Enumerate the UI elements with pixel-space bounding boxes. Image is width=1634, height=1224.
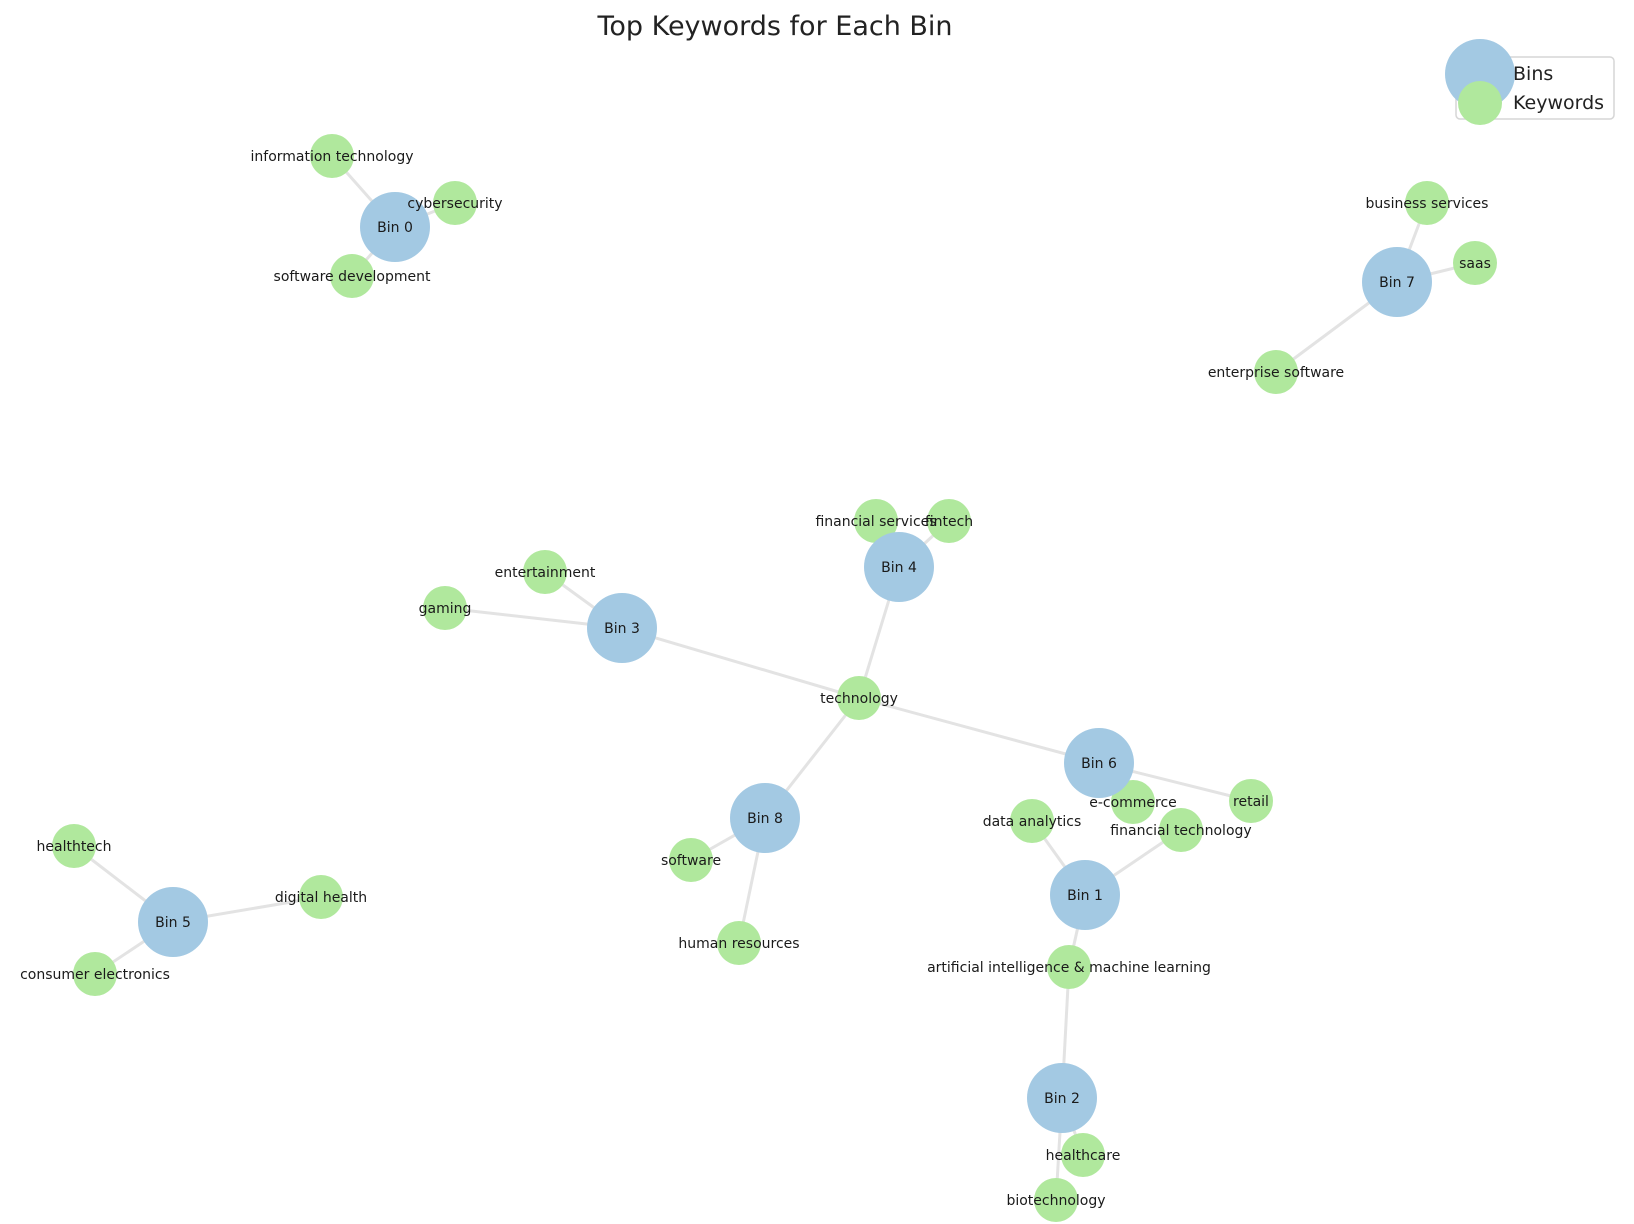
keyword-label-healthtech: healthtech (37, 839, 112, 855)
keyword-label-enterprise-software: enterprise software (1208, 365, 1344, 381)
keyword-label-software: software (661, 853, 721, 869)
keyword-node-digital-health (299, 875, 343, 919)
keyword-label-saas: saas (1459, 256, 1491, 272)
keyword-node-data-analytics (1010, 799, 1054, 843)
keyword-node-retail (1229, 779, 1273, 823)
keyword-label-cybersecurity: cybersecurity (407, 196, 502, 212)
chart-title: Top Keywords for Each Bin (596, 11, 952, 42)
legend: Bins Keywords (1445, 39, 1615, 125)
bin-node-bin-0 (360, 192, 430, 262)
edge-bin-3-technology (620, 626, 861, 700)
bin-node-bin-1 (1050, 860, 1120, 930)
keyword-label-information-technology: information technology (251, 149, 414, 165)
keyword-label-healthcare: healthcare (1046, 1148, 1121, 1164)
keyword-label-financial-services: financial services (815, 514, 936, 530)
bin-label-bin-3: Bin 3 (604, 621, 640, 637)
keyword-node-software (669, 838, 713, 882)
bin-node-bin-6 (1064, 728, 1134, 798)
bin-node-bin-5 (138, 887, 208, 957)
keyword-node-financial-technology (1159, 808, 1203, 852)
keyword-node-fintech (927, 499, 971, 543)
keyword-node-entertainment (523, 550, 567, 594)
keyword-node-human-resources (717, 921, 761, 965)
keyword-label-software-development: software development (274, 269, 431, 285)
keyword-label-data-analytics: data analytics (983, 814, 1082, 830)
bin-node-bin-7 (1362, 247, 1432, 317)
legend-keywords-label: Keywords (1513, 92, 1604, 114)
bin-label-bin-1: Bin 1 (1067, 888, 1103, 904)
keyword-node-technology (837, 676, 881, 720)
bin-label-bin-8: Bin 8 (747, 811, 783, 827)
keyword-node-gaming (423, 586, 467, 630)
nodes-layer (52, 134, 1497, 1222)
keyword-label-gaming: gaming (419, 601, 472, 617)
keyword-node-enterprise-software (1254, 350, 1298, 394)
keyword-node-information-technology (310, 134, 354, 178)
keyword-node-biotechnology (1034, 1178, 1078, 1222)
legend-keywords-swatch (1458, 81, 1502, 125)
bin-node-bin-4 (864, 532, 934, 602)
keyword-label-entertainment: entertainment (495, 565, 596, 581)
keyword-label-artificial-intelligence-machine-learning: artificial intelligence & machine learni… (927, 960, 1211, 976)
keyword-node-software-development (330, 254, 374, 298)
keyword-node-healthcare (1061, 1133, 1105, 1177)
keyword-label-consumer-electronics: consumer electronics (20, 967, 170, 983)
keyword-node-business-services (1405, 181, 1449, 225)
keyword-label-business-services: business services (1366, 196, 1489, 212)
legend-bins-label: Bins (1513, 63, 1553, 85)
bin-label-bin-4: Bin 4 (881, 560, 917, 576)
bin-label-bin-2: Bin 2 (1044, 1091, 1080, 1107)
bin-label-bin-0: Bin 0 (377, 220, 413, 236)
keyword-label-technology: technology (820, 691, 898, 707)
keyword-label-biotechnology: biotechnology (1006, 1193, 1105, 1209)
keyword-label-retail: retail (1233, 794, 1269, 810)
keyword-label-digital-health: digital health (275, 890, 367, 906)
bin-label-bin-7: Bin 7 (1379, 275, 1415, 291)
keyword-node-saas (1453, 241, 1497, 285)
keyword-node-cybersecurity (433, 181, 477, 225)
bin-node-bin-2 (1027, 1063, 1097, 1133)
keyword-label-financial-technology: financial technology (1110, 823, 1251, 839)
keyword-node-healthtech (52, 824, 96, 868)
bin-label-bin-5: Bin 5 (155, 915, 191, 931)
bin-node-bin-8 (730, 783, 800, 853)
keyword-node-artificial-intelligence-machine-learning (1047, 945, 1091, 989)
keyword-node-financial-services (854, 499, 898, 543)
keyword-label-fintech: fintech (925, 514, 973, 530)
edge-bin-6-technology (857, 696, 1101, 765)
bin-node-bin-3 (587, 593, 657, 663)
labels-layer: information technology cybersecurity softw… (20, 149, 1491, 1209)
edges-layer (72, 154, 1477, 1202)
bin-label-bin-6: Bin 6 (1081, 756, 1117, 772)
keyword-label-e-commerce: e-commerce (1089, 795, 1177, 811)
keyword-node-consumer-electronics (73, 952, 117, 996)
keyword-node-e-commerce (1111, 780, 1155, 824)
keyword-label-human-resources: human resources (678, 936, 799, 952)
